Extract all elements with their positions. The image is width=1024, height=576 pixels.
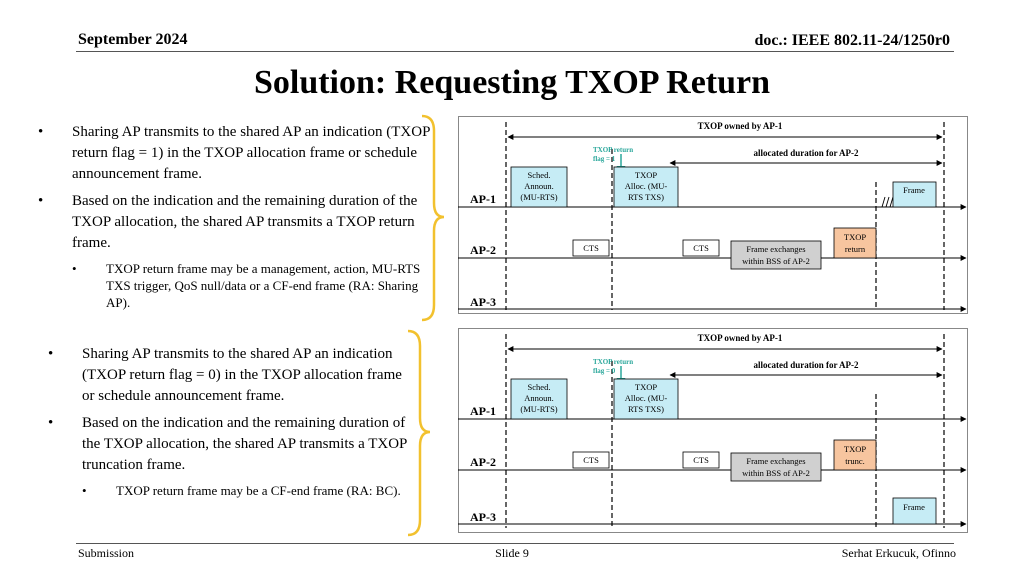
frame-text: within BSS of AP-2 bbox=[742, 256, 810, 266]
cts-frame bbox=[572, 451, 610, 469]
bullet-dot: • bbox=[82, 483, 87, 498]
frame-text: TXOP bbox=[844, 232, 866, 242]
frame-text: TXOP bbox=[635, 382, 657, 392]
bullet-list-1: • Sharing AP transmits to the shared AP … bbox=[38, 122, 433, 311]
slide-title: Solution: Requesting TXOP Return bbox=[253, 64, 771, 101]
txop-return-frame bbox=[833, 227, 877, 259]
frame-text: Frame exchanges bbox=[746, 456, 805, 466]
row-label-ap2: AP-2 bbox=[470, 243, 496, 257]
backoff-hatch bbox=[881, 196, 894, 208]
frame-text: return bbox=[845, 244, 866, 254]
frame-text: Announ. bbox=[524, 181, 554, 191]
bullet-item: • Based on the indication and the remain… bbox=[48, 413, 410, 476]
flag-label: TXOP return bbox=[593, 146, 633, 154]
bullet-dot: • bbox=[48, 415, 54, 431]
curly-brace-1 bbox=[421, 114, 445, 322]
header-date: September 2024 bbox=[78, 31, 188, 48]
bullet-text: Based on the indication and the remainin… bbox=[82, 415, 407, 473]
footer-divider bbox=[76, 543, 954, 544]
bullet-item: • Sharing AP transmits to the shared AP … bbox=[48, 344, 410, 407]
header-divider bbox=[76, 51, 954, 52]
brace-path bbox=[407, 329, 431, 537]
frame-text: Announ. bbox=[524, 393, 554, 403]
txop-alloc-frame bbox=[613, 378, 679, 420]
txop-owned-label: TXOP owned by AP-1 bbox=[698, 121, 783, 131]
row-label-ap1: AP-1 bbox=[470, 192, 496, 206]
diagram-border bbox=[458, 328, 968, 533]
diagram-border bbox=[458, 116, 968, 314]
frame-text: CTS bbox=[693, 455, 709, 465]
header-doc-id: doc.: IEEE 802.11-24/1250r0 bbox=[754, 32, 950, 49]
cts-frame bbox=[572, 239, 610, 257]
frame-text: Frame bbox=[903, 185, 925, 195]
frame-text: Alloc. (MU- bbox=[625, 181, 668, 191]
frame-text: Frame bbox=[903, 502, 925, 512]
bullet-dot: • bbox=[72, 261, 77, 276]
txop-alloc-frame bbox=[613, 166, 679, 208]
frame-text: within BSS of AP-2 bbox=[742, 468, 810, 478]
bullet-dot: • bbox=[48, 346, 54, 362]
sub-bullet-item: • TXOP return frame may be a CF-end fram… bbox=[82, 482, 410, 499]
frame-text: CTS bbox=[693, 243, 709, 253]
frame-text: (MU-RTS) bbox=[520, 404, 557, 414]
footer-submission: Submission bbox=[78, 546, 135, 560]
timeline-diagram-1: TXOP owned by AP-1 allocated duration fo… bbox=[458, 116, 968, 314]
bullet-text: Sharing AP transmits to the shared AP an… bbox=[82, 346, 402, 404]
bullet-text: Sharing AP transmits to the shared AP an… bbox=[72, 124, 430, 182]
frame-exchanges-block bbox=[730, 452, 822, 482]
frame-text: TXOP bbox=[844, 444, 866, 454]
frame-exchanges-block bbox=[730, 240, 822, 270]
flag-value: flag = 0 bbox=[593, 367, 616, 375]
bullet-item: • Based on the indication and the remain… bbox=[38, 191, 433, 254]
sub-bullet-item: • TXOP return frame may be a management,… bbox=[72, 260, 433, 311]
footer-slide-number: Slide 9 bbox=[495, 546, 529, 560]
ap1-frame bbox=[892, 181, 937, 208]
allocated-duration-label: allocated duration for AP-2 bbox=[753, 360, 859, 370]
bullet-dot: • bbox=[38, 124, 44, 140]
frame-text: trunc. bbox=[845, 456, 865, 466]
sub-bullet-text: TXOP return frame may be a management, a… bbox=[106, 261, 421, 310]
bullet-dot: • bbox=[38, 193, 44, 209]
row-label-ap2: AP-2 bbox=[470, 455, 496, 469]
flag-label: TXOP return bbox=[593, 358, 633, 366]
timeline-diagram-2: TXOP owned by AP-1 allocated duration fo… bbox=[458, 328, 968, 533]
bullet-list-2: • Sharing AP transmits to the shared AP … bbox=[48, 344, 410, 499]
frame-text: CTS bbox=[583, 243, 599, 253]
txop-trunc-frame bbox=[833, 439, 877, 471]
row-label-ap3: AP-3 bbox=[470, 510, 496, 524]
frame-text: Sched. bbox=[528, 170, 551, 180]
ap3-frame bbox=[892, 497, 937, 525]
frame-text: Alloc. (MU- bbox=[625, 393, 668, 403]
brace-path bbox=[421, 114, 445, 322]
row-label-ap3: AP-3 bbox=[470, 295, 496, 309]
row-label-ap1: AP-1 bbox=[470, 404, 496, 418]
frame-text: RTS TXS) bbox=[628, 404, 664, 414]
frame-text: Sched. bbox=[528, 382, 551, 392]
sched-announ-frame bbox=[510, 166, 568, 208]
frame-text: CTS bbox=[583, 455, 599, 465]
frame-text: RTS TXS) bbox=[628, 192, 664, 202]
footer-author: Serhat Erkucuk, Ofinno bbox=[841, 546, 956, 560]
frame-text: Frame exchanges bbox=[746, 244, 805, 254]
bullet-item: • Sharing AP transmits to the shared AP … bbox=[38, 122, 433, 185]
flag-value: flag = 1 bbox=[593, 155, 616, 163]
sub-bullet-text: TXOP return frame may be a CF-end frame … bbox=[116, 483, 401, 498]
allocated-duration-label: allocated duration for AP-2 bbox=[753, 148, 859, 158]
txop-owned-label: TXOP owned by AP-1 bbox=[698, 333, 783, 343]
bullet-text: Based on the indication and the remainin… bbox=[72, 193, 418, 251]
frame-text: (MU-RTS) bbox=[520, 192, 557, 202]
cts-frame bbox=[682, 239, 720, 257]
cts-frame bbox=[682, 451, 720, 469]
sched-announ-frame bbox=[510, 378, 568, 420]
frame-text: TXOP bbox=[635, 170, 657, 180]
curly-brace-2 bbox=[407, 329, 431, 537]
